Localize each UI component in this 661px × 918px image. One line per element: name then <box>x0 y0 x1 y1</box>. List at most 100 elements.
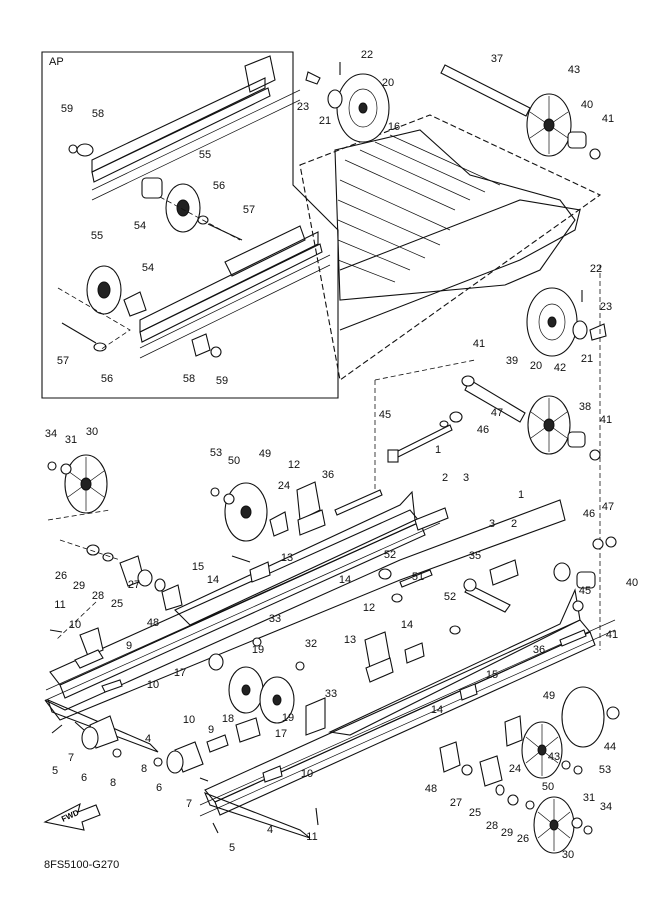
upper-parts <box>305 62 607 650</box>
callout-38: 38 <box>579 401 591 413</box>
callout-57: 57 <box>57 355 69 367</box>
callout-10: 10 <box>183 714 195 726</box>
callout-39: 39 <box>506 355 518 367</box>
callout-56: 56 <box>101 373 113 385</box>
callout-56: 56 <box>213 180 225 192</box>
callout-3: 3 <box>463 472 469 484</box>
callout-8: 8 <box>110 777 116 789</box>
slide-rails <box>44 490 616 839</box>
callout-26: 26 <box>55 570 67 582</box>
inset-box: AP <box>41 51 339 399</box>
callout-59: 59 <box>61 103 73 115</box>
callout-34: 34 <box>600 801 612 813</box>
callout-45: 45 <box>379 409 391 421</box>
callout-4: 4 <box>267 824 273 836</box>
callout-12: 12 <box>288 459 300 471</box>
callout-8: 8 <box>141 763 147 775</box>
callout-14: 14 <box>339 574 351 586</box>
callout-26: 26 <box>517 833 529 845</box>
callout-57: 57 <box>243 204 255 216</box>
rail-parts <box>47 454 620 854</box>
callout-43: 43 <box>568 64 580 76</box>
callout-27: 27 <box>128 579 140 591</box>
callout-14: 14 <box>207 574 219 586</box>
callout-17: 17 <box>174 667 186 679</box>
callout-1: 1 <box>435 444 441 456</box>
callout-19: 19 <box>282 712 294 724</box>
callout-55: 55 <box>199 149 211 161</box>
callout-25: 25 <box>111 598 123 610</box>
inset-label: AP <box>49 56 64 68</box>
callout-6: 6 <box>156 782 162 794</box>
callout-1: 1 <box>518 489 524 501</box>
callout-29: 29 <box>73 580 85 592</box>
callout-48: 48 <box>425 783 437 795</box>
callout-52: 52 <box>384 549 396 561</box>
callout-41: 41 <box>606 629 618 641</box>
callout-14: 14 <box>401 619 413 631</box>
callout-7: 7 <box>186 798 192 810</box>
callout-2: 2 <box>442 472 448 484</box>
callout-30: 30 <box>562 849 574 861</box>
callout-41: 41 <box>602 113 614 125</box>
callout-53: 53 <box>210 447 222 459</box>
callout-54: 54 <box>142 262 154 274</box>
callout-37: 37 <box>491 53 503 65</box>
callout-17: 17 <box>275 728 287 740</box>
callout-55: 55 <box>91 230 103 242</box>
callout-31: 31 <box>583 792 595 804</box>
callout-58: 58 <box>183 373 195 385</box>
callout-36: 36 <box>322 469 334 481</box>
callout-35: 35 <box>469 550 481 562</box>
callout-54: 54 <box>134 220 146 232</box>
callout-33: 33 <box>325 688 337 700</box>
callout-5: 5 <box>52 765 58 777</box>
callout-59: 59 <box>216 375 228 387</box>
callout-23: 23 <box>600 301 612 313</box>
callout-9: 9 <box>208 724 214 736</box>
callout-46: 46 <box>583 508 595 520</box>
callout-15: 15 <box>192 561 204 573</box>
callout-25: 25 <box>469 807 481 819</box>
callout-41: 41 <box>600 414 612 426</box>
callout-58: 58 <box>92 108 104 120</box>
callout-46: 46 <box>477 424 489 436</box>
callout-30: 30 <box>86 426 98 438</box>
callout-22: 22 <box>361 49 373 61</box>
callout-50: 50 <box>228 455 240 467</box>
callout-44: 44 <box>604 741 616 753</box>
callout-13: 13 <box>344 634 356 646</box>
callout-45: 45 <box>579 585 591 597</box>
callout-11: 11 <box>306 831 317 843</box>
callout-18: 18 <box>222 713 234 725</box>
callout-7: 7 <box>68 752 74 764</box>
callout-24: 24 <box>509 763 521 775</box>
callout-2: 2 <box>511 518 517 530</box>
callout-52: 52 <box>444 591 456 603</box>
callout-29: 29 <box>501 827 513 839</box>
callout-21: 21 <box>581 353 593 365</box>
callout-21: 21 <box>319 115 331 127</box>
callout-20: 20 <box>530 360 542 372</box>
diagram-code: 8FS5100-G270 <box>44 859 119 871</box>
callout-10: 10 <box>147 679 159 691</box>
callout-23: 23 <box>297 101 309 113</box>
callout-49: 49 <box>543 690 555 702</box>
callout-16: 16 <box>388 121 400 133</box>
callout-11: 11 <box>54 599 65 611</box>
callout-47: 47 <box>602 501 614 513</box>
callout-48: 48 <box>147 617 159 629</box>
fwd-arrow: FWD <box>43 802 101 831</box>
track-belt <box>299 114 602 381</box>
callout-53: 53 <box>599 764 611 776</box>
callout-47: 47 <box>491 407 503 419</box>
callout-50: 50 <box>542 781 554 793</box>
callout-43: 43 <box>548 751 560 763</box>
callout-12: 12 <box>363 602 375 614</box>
callout-40: 40 <box>626 577 638 589</box>
callout-4: 4 <box>145 733 151 745</box>
callout-3: 3 <box>489 518 495 530</box>
callout-33: 33 <box>269 613 281 625</box>
